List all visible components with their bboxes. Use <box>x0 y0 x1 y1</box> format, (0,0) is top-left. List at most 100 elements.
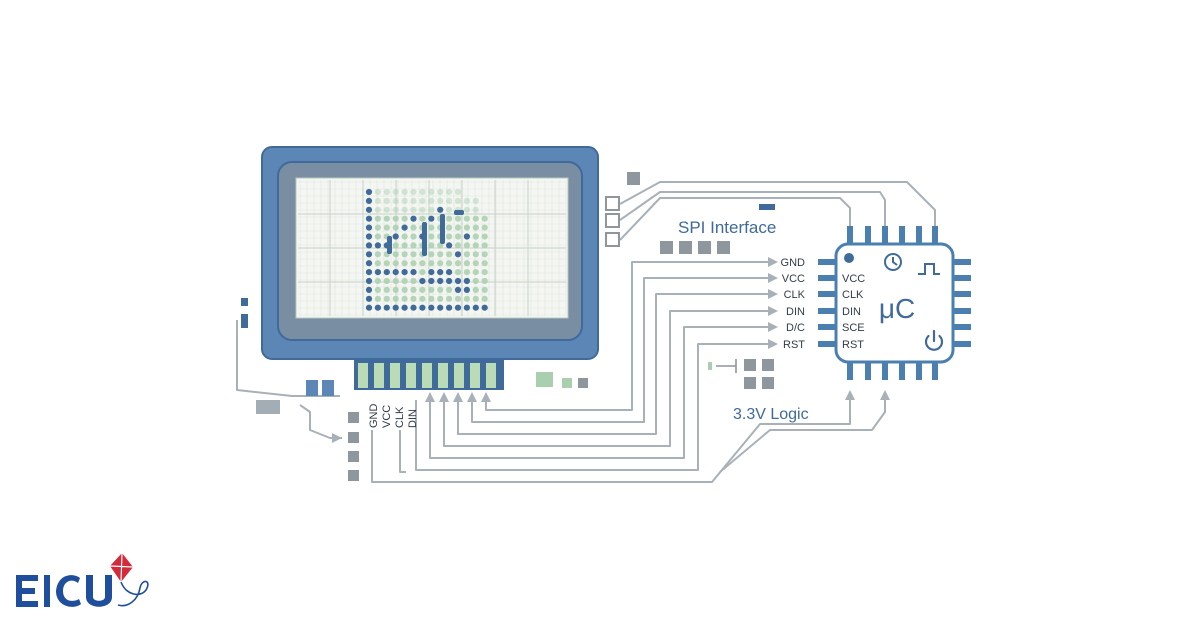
pixel-on <box>365 197 373 204</box>
pixel-off <box>481 224 488 231</box>
arrow-to-vcc <box>768 273 778 283</box>
pixel-off <box>446 215 453 222</box>
logo-lettering <box>16 575 112 607</box>
pixel-on <box>437 277 444 285</box>
pixel-off <box>437 260 444 267</box>
connector-pin <box>374 363 384 388</box>
pad <box>306 380 318 396</box>
pad <box>762 377 774 389</box>
power-icon <box>924 329 944 351</box>
pixel-on <box>374 242 381 249</box>
pixel-off <box>419 286 426 293</box>
connector-pin <box>486 363 496 388</box>
pixel-off <box>463 269 470 276</box>
pad <box>660 241 673 254</box>
connector-pin <box>390 363 400 388</box>
pixel-on <box>463 304 470 311</box>
arrow-to-clk <box>768 289 778 299</box>
square-wave-icon <box>918 263 940 275</box>
pixel-off <box>472 260 479 267</box>
pixel-on <box>401 304 408 311</box>
pixel-on <box>463 233 470 240</box>
pixel-off <box>383 215 390 222</box>
arrow-to-din <box>768 306 778 316</box>
pixel-on <box>454 304 462 311</box>
pixel-on <box>383 269 390 276</box>
pixel-on <box>463 286 470 293</box>
pixel-off <box>428 260 435 267</box>
pad <box>708 362 712 370</box>
pixel-off <box>463 197 470 204</box>
connector-pins <box>358 363 496 388</box>
pixel-off <box>374 224 381 231</box>
trace-logic-3 <box>719 398 886 473</box>
pixel-off <box>392 295 399 302</box>
pixel-off <box>437 188 444 196</box>
pixel-on <box>428 215 435 222</box>
pixel-on <box>428 277 435 285</box>
pad <box>348 412 359 423</box>
pixel-off <box>472 295 479 302</box>
pad <box>605 196 620 211</box>
pixel-off <box>392 197 399 204</box>
pixel-on <box>410 215 417 222</box>
pixel-off <box>419 215 426 222</box>
bus-label-dc: D/C <box>786 322 805 334</box>
trace-top-1 <box>619 181 936 228</box>
clock-icon <box>884 253 902 271</box>
pixel-off <box>472 286 479 293</box>
pixel-off <box>374 286 381 293</box>
pixel-off <box>383 260 390 267</box>
pixel-on <box>383 304 390 311</box>
pixel-on <box>374 269 381 276</box>
pixel-bar <box>387 236 392 254</box>
trace-top-3 <box>619 197 851 241</box>
chip-pin-right <box>953 275 971 281</box>
pixel-on <box>454 286 462 293</box>
pad <box>605 232 620 247</box>
chip-pins <box>818 226 971 380</box>
pixel-off <box>446 233 453 240</box>
pixel-off <box>463 242 470 249</box>
logic-level-label: 3.3V Logic <box>733 406 809 423</box>
pixel-off <box>472 233 479 240</box>
pixel-on <box>365 215 373 222</box>
pcb-pads <box>241 172 775 481</box>
chip-pin-bottom <box>932 362 938 380</box>
pixel-off <box>392 286 399 293</box>
pixel-off <box>463 251 470 258</box>
pixel-off <box>446 251 453 258</box>
pixel-off <box>410 242 417 249</box>
chip-pin-top <box>847 226 853 244</box>
pad <box>578 378 588 388</box>
bus-label-gnd: GND <box>781 257 806 269</box>
pixel-on <box>437 269 444 276</box>
chip-pin-right <box>953 324 971 330</box>
pixel-off <box>374 215 381 222</box>
pixel-off <box>401 251 408 258</box>
pixel-off <box>446 206 453 213</box>
pixel-off <box>410 260 417 267</box>
trace-rst <box>415 343 770 471</box>
trace-left-2 <box>299 404 342 439</box>
pixel-on <box>428 269 435 276</box>
pad <box>744 377 756 389</box>
chip-pin-right <box>953 291 971 297</box>
pixel-off <box>401 260 408 267</box>
pad <box>717 241 730 254</box>
chip-pin-label-sce: SCE <box>842 322 865 334</box>
pixel-matrix <box>365 188 488 311</box>
pixel-on <box>419 277 426 285</box>
chip-pin-bottom <box>865 362 871 380</box>
pixel-off <box>419 197 426 204</box>
pixel-off <box>437 251 444 258</box>
pixel-on <box>410 269 417 276</box>
chip-pin-bottom <box>882 362 888 380</box>
display-pin-label-din: DIN <box>407 409 419 428</box>
pixel-off <box>481 242 488 249</box>
chip-pin-left <box>818 259 836 265</box>
pixel-off <box>383 188 390 196</box>
chip-pin-right <box>953 341 971 347</box>
spi-interface-label: SPI Interface <box>678 218 776 237</box>
pixel-off <box>472 197 479 204</box>
